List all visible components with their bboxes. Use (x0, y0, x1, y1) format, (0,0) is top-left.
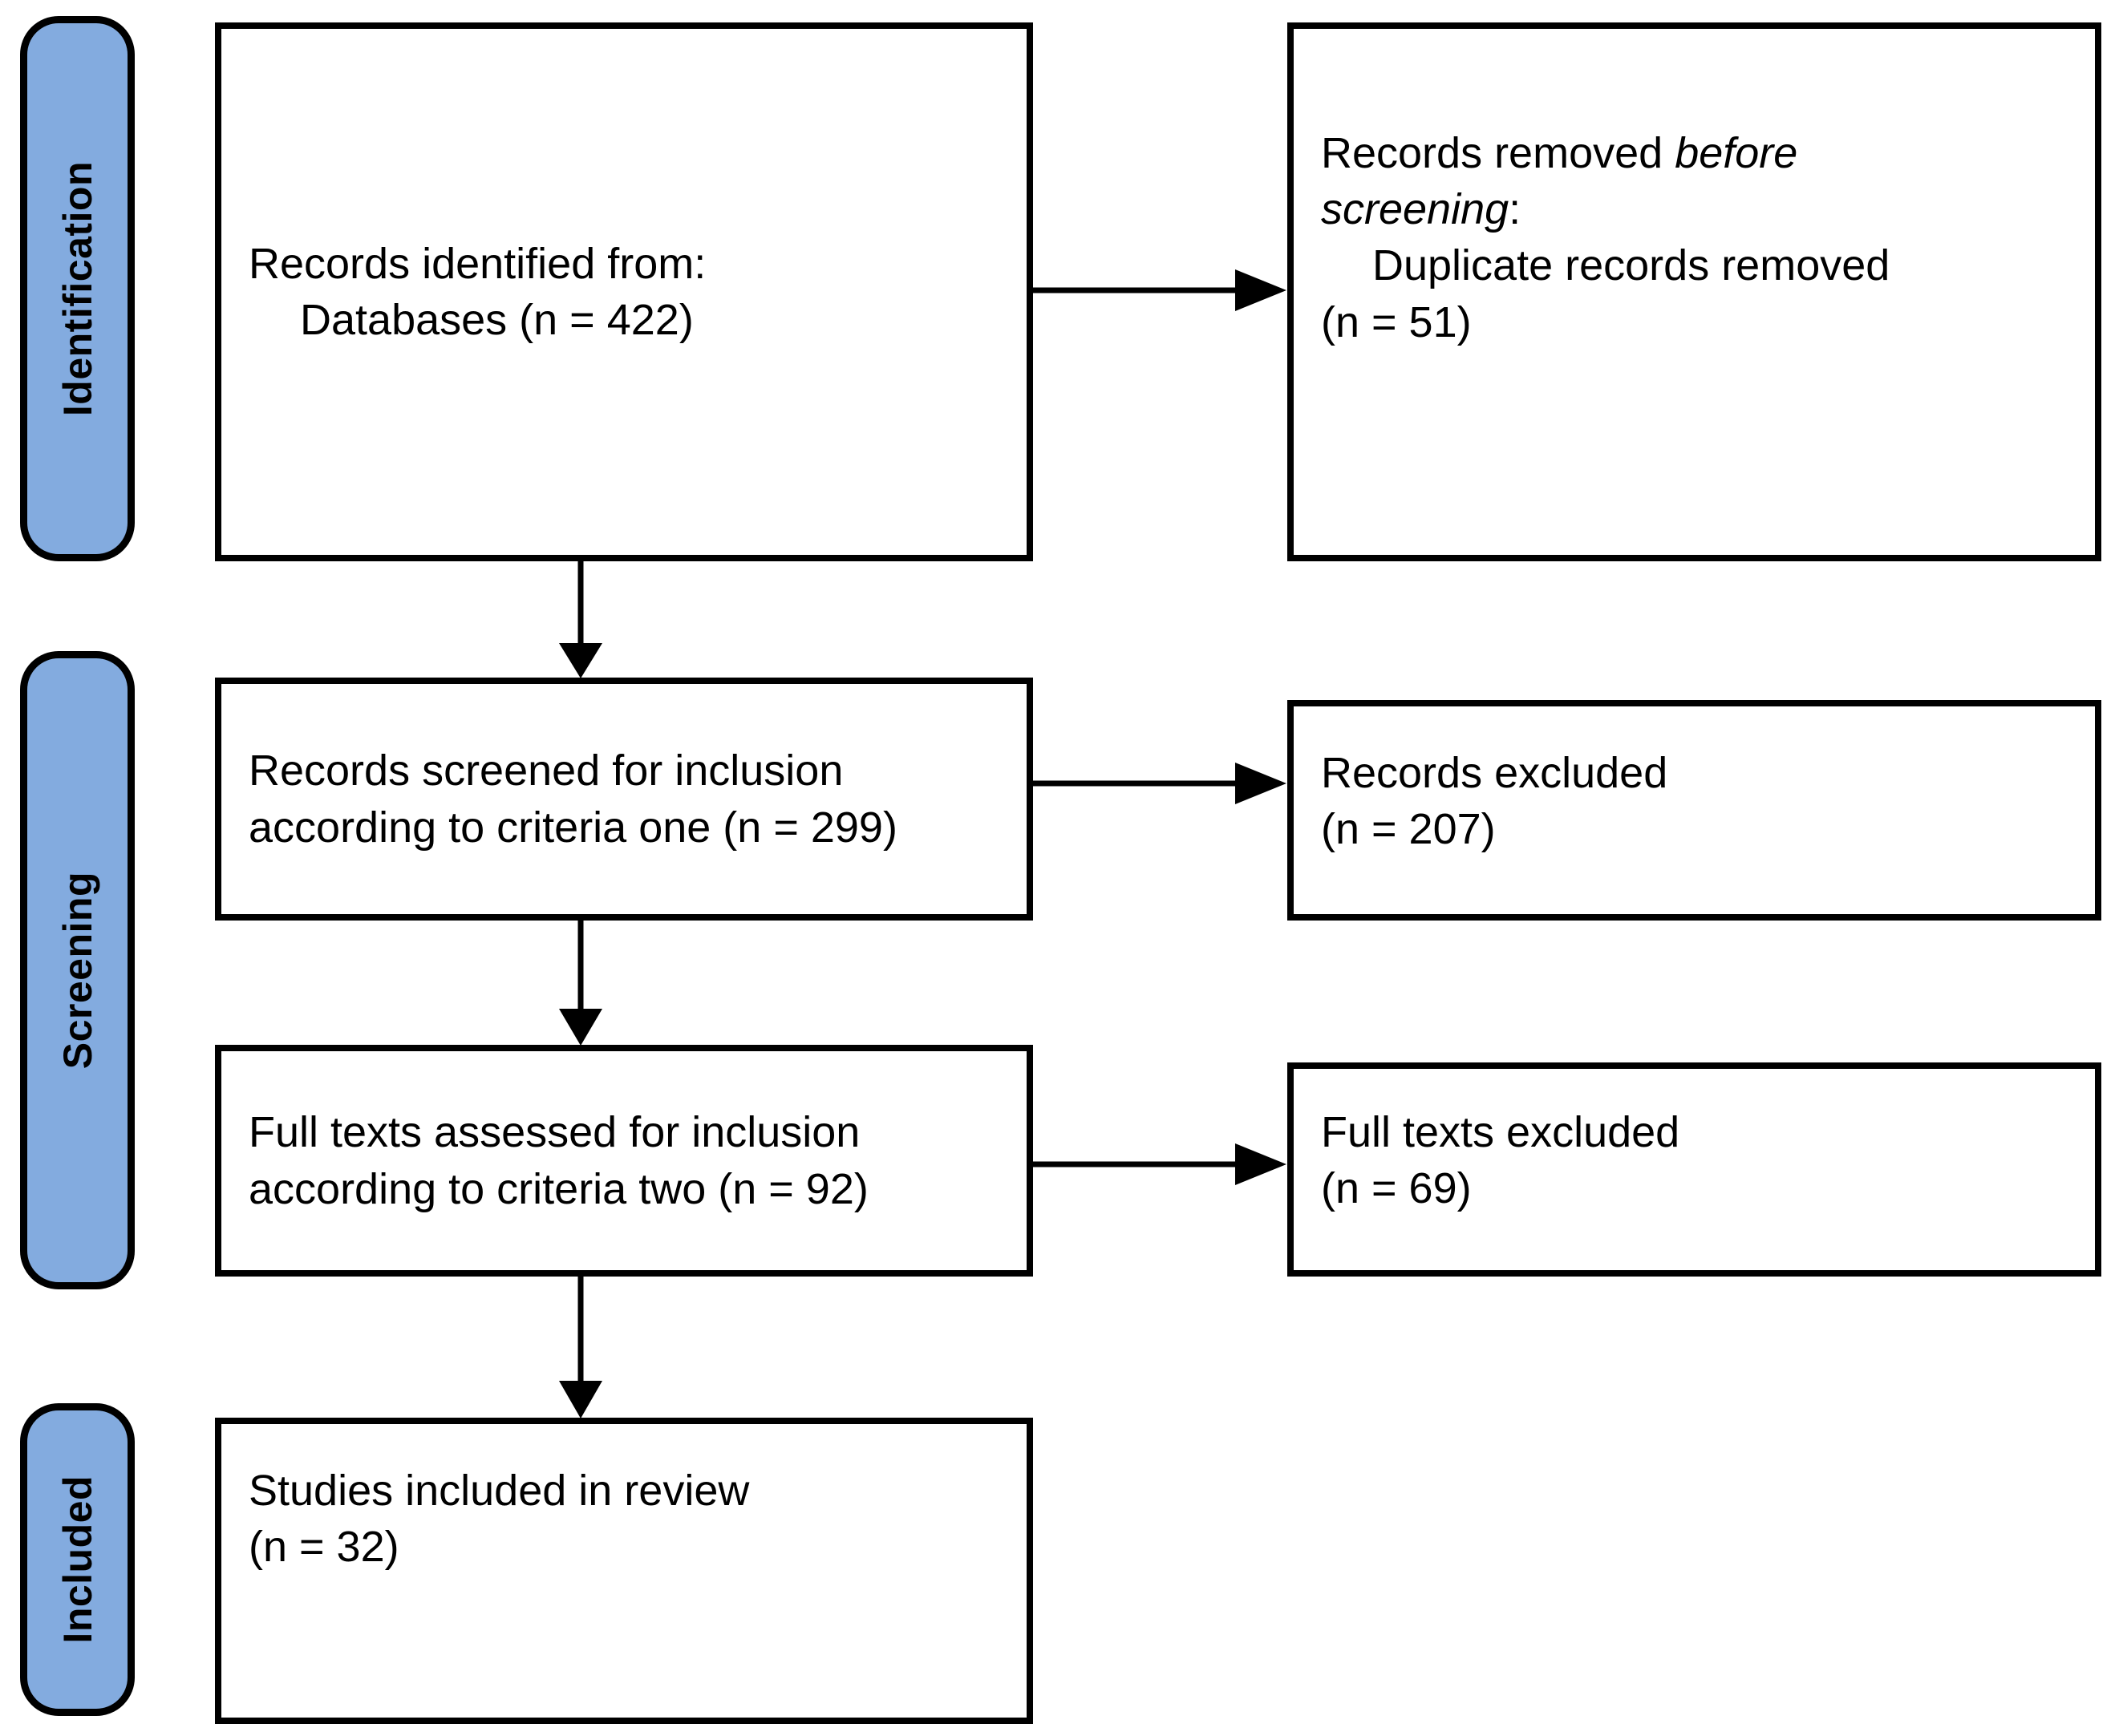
records-identified-line1: Records identified from: (249, 239, 707, 288)
box-studies-included: Studies included in review (n = 32) (215, 1418, 1033, 1724)
box-records-screened-text: Records screened for inclusion according… (249, 747, 897, 852)
box-full-texts-assessed-text: Full texts assessed for inclusion accord… (249, 1108, 869, 1213)
arrow-full-texts-to-excluded (1033, 1143, 1286, 1185)
box-records-identified: Records identified from: Databases (n = … (215, 22, 1033, 561)
arrow-screened-to-full-texts (559, 921, 602, 1046)
records-removed-line1-pre: Records removed (1321, 129, 1675, 177)
studies-included-line1: Studies included in review (249, 1467, 750, 1515)
records-removed-line1-italic: before (1675, 129, 1798, 177)
stage-label-screening: Screening (55, 871, 100, 1070)
box-records-excluded: Records excluded (n = 207) (1287, 700, 2101, 921)
box-studies-included-text: Studies included in review (n = 32) (249, 1463, 749, 1575)
arrow-identified-to-removed (1033, 269, 1286, 311)
records-removed-line2-italic: screening (1321, 185, 1509, 234)
box-full-texts-assessed: Full texts assessed for inclusion accord… (215, 1045, 1033, 1277)
records-removed-line2-post: : (1509, 185, 1521, 234)
stage-label-identification: Identification (55, 160, 100, 417)
arrow-screened-to-excluded (1033, 763, 1286, 804)
box-full-texts-excluded-text: Full texts excluded (n = 69) (1321, 1104, 1679, 1216)
full-texts-excluded-line2: (n = 69) (1321, 1164, 1472, 1213)
records-excluded-line2: (n = 207) (1321, 805, 1496, 854)
arrow-identified-to-screened (559, 561, 602, 678)
records-identified-line2: Databases (n = 422) (300, 296, 694, 344)
records-excluded-line1: Records excluded (1321, 749, 1668, 797)
stage-label-included: Included (55, 1475, 100, 1644)
box-records-screened: Records screened for inclusion according… (215, 678, 1033, 921)
records-removed-line4: (n = 51) (1321, 297, 1472, 346)
arrow-full-texts-to-included (559, 1277, 602, 1418)
studies-included-line2: (n = 32) (249, 1523, 399, 1572)
box-records-excluded-text: Records excluded (n = 207) (1321, 745, 1667, 857)
box-records-identified-text: Records identified from: Databases (n = … (249, 236, 706, 348)
full-texts-excluded-line1: Full texts excluded (1321, 1108, 1680, 1156)
box-full-texts-excluded: Full texts excluded (n = 69) (1287, 1062, 2101, 1277)
stage-pill-identification: Identification (20, 16, 135, 561)
stage-pill-screening: Screening (20, 651, 135, 1289)
box-records-removed-text: Records removed before screening: Duplic… (1321, 125, 1890, 350)
records-removed-line3: Duplicate records removed (1372, 241, 1890, 290)
stage-pill-included: Included (20, 1403, 135, 1716)
box-records-removed-before-screening: Records removed before screening: Duplic… (1287, 22, 2101, 561)
